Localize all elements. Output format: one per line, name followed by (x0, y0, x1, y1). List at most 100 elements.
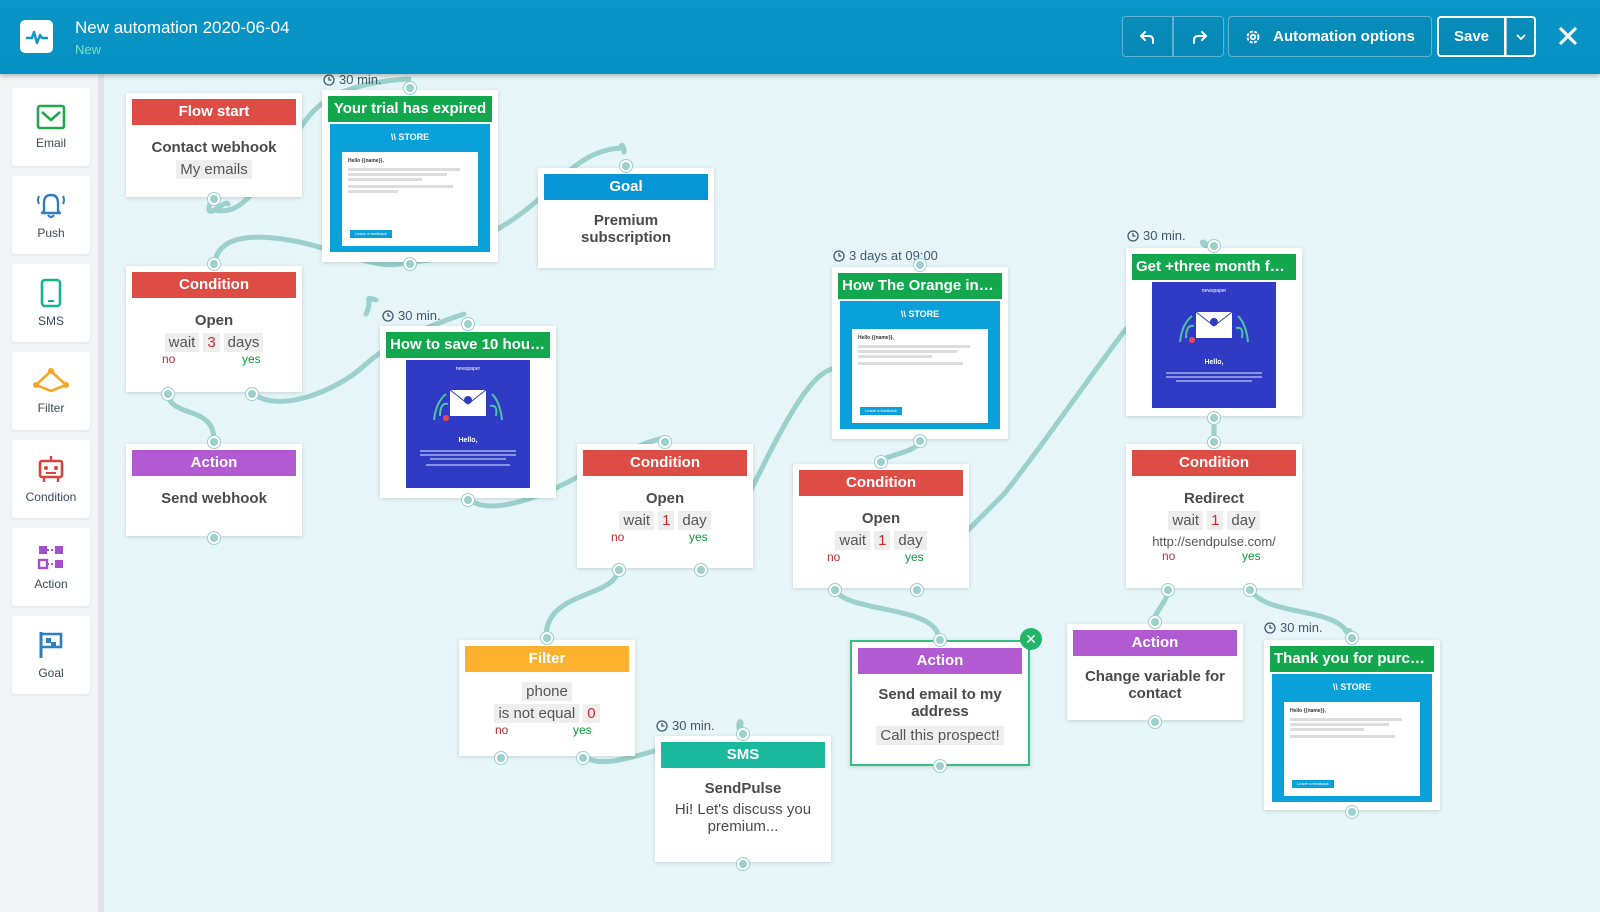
input-port[interactable] (404, 82, 416, 94)
save-button[interactable]: Save (1437, 16, 1506, 57)
output-port-no[interactable] (495, 752, 507, 764)
delete-node-button[interactable]: ✕ (1020, 628, 1042, 650)
close-button[interactable] (1552, 20, 1584, 52)
link-stub-goal (618, 142, 627, 155)
save-dropdown-button[interactable] (1506, 16, 1536, 57)
palette-item-condition[interactable]: Condition (12, 440, 90, 518)
input-port[interactable] (1149, 616, 1161, 628)
input-port[interactable] (1346, 632, 1358, 644)
palette-item-sms[interactable]: SMS (12, 264, 90, 342)
top-bar: New automation 2020-06-04 New Automation… (0, 0, 1600, 74)
output-port-yes[interactable] (911, 584, 923, 596)
condition-event: Open (645, 490, 685, 507)
output-port-no[interactable] (1162, 584, 1174, 596)
output-port[interactable] (404, 258, 416, 270)
output-port-yes[interactable] (1244, 584, 1256, 596)
input-port[interactable] (914, 259, 926, 271)
palette-label-push: Push (37, 226, 65, 240)
node-header: Get +three month for... (1132, 254, 1296, 280)
pulse-logo-icon[interactable] (20, 20, 53, 53)
delay-label: 30 min. (1264, 620, 1323, 635)
flow-canvas[interactable]: Flow start Contact webhook My emails 30 … (104, 72, 1600, 912)
email-preview-card: Hello {{name}}, Leave a feedback (342, 152, 478, 246)
output-port[interactable] (1346, 806, 1358, 818)
input-port[interactable] (737, 728, 749, 740)
flag-icon (39, 632, 63, 658)
node-header: SMS (661, 742, 825, 768)
input-port[interactable] (1208, 436, 1220, 448)
newspaper-logo: newspaper (455, 366, 481, 372)
sms-text-line1: Hi! Let's discuss you (674, 801, 812, 818)
output-port[interactable] (1149, 716, 1161, 728)
input-port[interactable] (541, 632, 553, 644)
node-action-change-variable[interactable]: Action Change variable for contact (1067, 616, 1243, 728)
node-header: Thank you for purcha... (1270, 646, 1434, 672)
delay-text: 30 min. (672, 718, 715, 733)
node-email-save-10-hours[interactable]: How to save 10 hour... newspaper Hello, (380, 318, 556, 506)
filter-value: 0 (583, 704, 600, 723)
condition-event: Open (194, 312, 234, 329)
element-palette: Email Push SMS Filter Condition Action G… (0, 74, 104, 912)
palette-label-action: Action (34, 577, 68, 591)
output-port-no[interactable] (829, 584, 841, 596)
input-port[interactable] (934, 634, 946, 646)
input-port[interactable] (875, 456, 887, 468)
node-email-thank-you[interactable]: Thank you for purcha... \\ STORE Hello {… (1264, 632, 1440, 818)
output-port[interactable] (1208, 412, 1220, 424)
input-port[interactable] (462, 318, 474, 330)
clock-icon (1127, 229, 1139, 242)
node-email-trial-expired[interactable]: Your trial has expired \\ STORE Hello {{… (322, 82, 498, 270)
clock-icon (323, 73, 335, 86)
input-port[interactable] (1208, 240, 1220, 252)
output-port-yes[interactable] (246, 388, 258, 400)
palette-label-goal: Goal (38, 666, 64, 680)
input-port[interactable] (620, 160, 632, 172)
store-logo: \\ STORE (900, 309, 940, 319)
output-port[interactable] (208, 193, 220, 205)
condition-event: Open (861, 510, 901, 527)
delay-label: 30 min. (1127, 228, 1186, 243)
node-action-send-email-selected[interactable]: ✕ Action Send email to my address Call t… (850, 628, 1042, 772)
node-email-three-month[interactable]: Get +three month for... newspaper Hello, (1126, 240, 1302, 424)
output-port-no[interactable] (613, 564, 625, 576)
node-action-send-webhook[interactable]: Action Send webhook (126, 436, 302, 544)
input-port[interactable] (659, 436, 671, 448)
input-port[interactable] (208, 436, 220, 448)
automation-options-button[interactable]: Automation options (1228, 16, 1432, 57)
palette-item-push[interactable]: Push (12, 176, 90, 254)
output-port-no[interactable] (162, 388, 174, 400)
output-port[interactable] (737, 858, 749, 870)
output-port-yes[interactable] (695, 564, 707, 576)
wait-unit: day (1227, 511, 1260, 530)
automation-title[interactable]: New automation 2020-06-04 (75, 18, 290, 37)
email-thumbnail-store: \\ STORE Hello {{name}}, Leave a feedbac… (840, 301, 1000, 429)
palette-item-action[interactable]: Action (12, 528, 90, 606)
output-port[interactable] (934, 760, 946, 772)
input-port[interactable] (208, 258, 220, 270)
output-port[interactable] (462, 494, 474, 506)
delay-text: 30 min. (1280, 620, 1323, 635)
palette-item-goal[interactable]: Goal (12, 616, 90, 694)
wait-number: 1 (658, 511, 675, 530)
output-port-yes[interactable] (577, 752, 589, 764)
node-email-orange[interactable]: How The Orange incr... \\ STORE Hello {{… (832, 259, 1008, 447)
action-variable-chip: Call this prospect! (876, 726, 1004, 745)
output-port[interactable] (914, 435, 926, 447)
palette-item-email[interactable]: Email (12, 88, 90, 166)
node-sms-sendpulse[interactable]: SMS SendPulse Hi! Let's discuss you prem… (655, 728, 831, 870)
redo-button[interactable] (1173, 16, 1224, 57)
palette-item-filter[interactable]: Filter (12, 352, 90, 430)
node-goal[interactable]: Goal Premium subscription (538, 160, 714, 268)
output-port[interactable] (208, 532, 220, 544)
node-header: How to save 10 hour... (386, 332, 550, 358)
node-flow-start[interactable]: Flow start Contact webhook My emails (126, 93, 302, 205)
delay-text: 30 min. (339, 72, 382, 87)
undo-button[interactable] (1122, 16, 1173, 57)
branch-yes-label: yes (242, 352, 261, 366)
